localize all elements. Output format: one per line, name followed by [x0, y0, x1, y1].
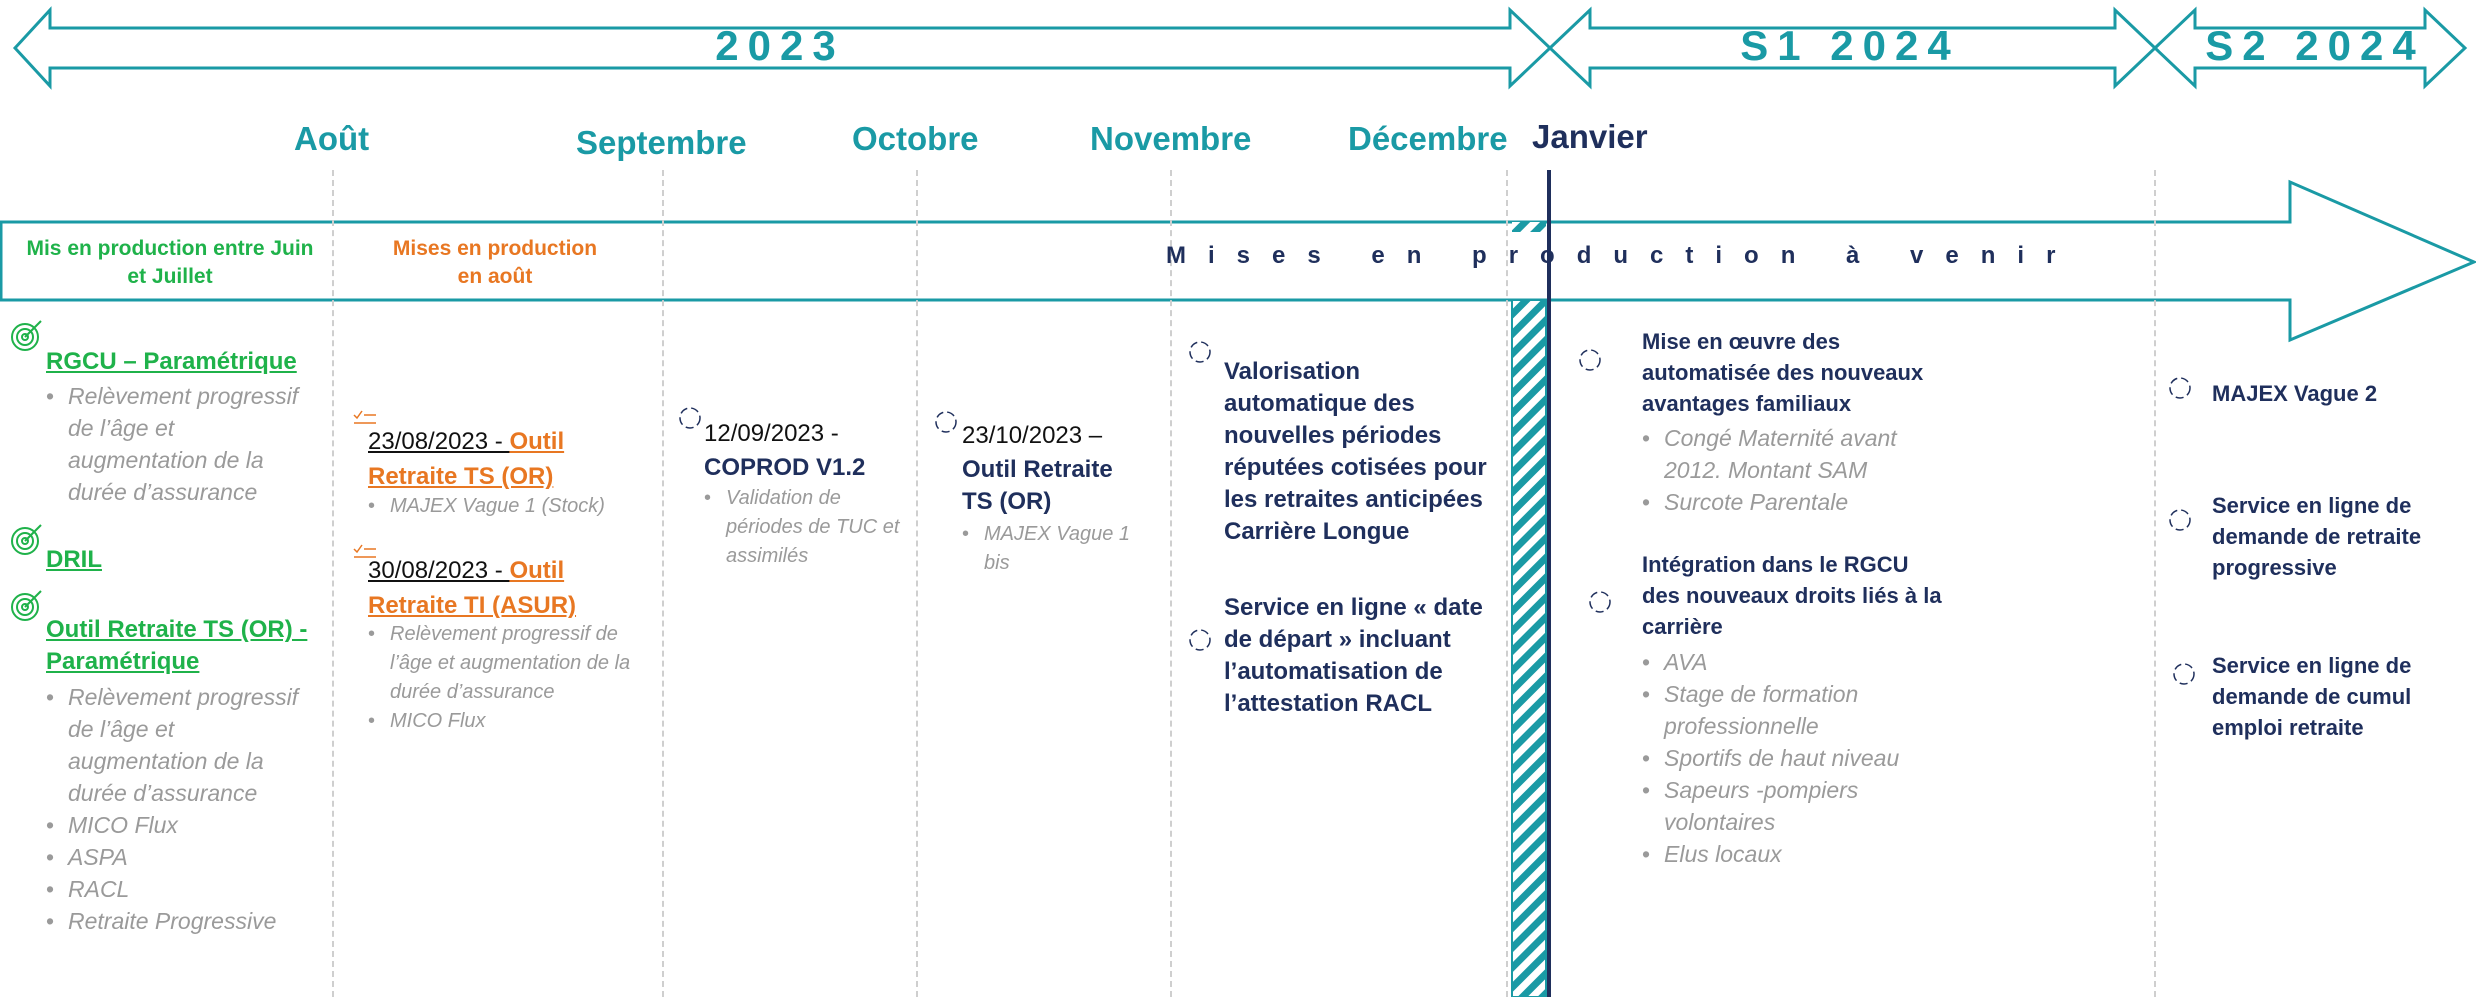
col6-item2-bullets: AVA Stage de formation professionnelle S…: [1642, 646, 1942, 870]
col3-date: 12/09/2023 -: [704, 420, 839, 447]
hatched-bar: [1511, 299, 1547, 997]
list-item: Elus locaux: [1642, 838, 1942, 870]
refresh-icon: [2169, 377, 2191, 399]
col5-item2: Service en ligne « date de départ » incl…: [1224, 594, 1483, 717]
refresh-icon: [1189, 629, 1211, 651]
band-upcoming-label: Mises en production à venir: [1166, 242, 2078, 269]
refresh-icon: [2169, 509, 2191, 531]
target-icon: [11, 524, 42, 555]
separator-novembre: [1170, 170, 1172, 997]
list-item: MAJEX Vague 1 bis: [962, 520, 1152, 578]
col1-item3-bullets: Relèvement progressif de l’âge et augmen…: [46, 681, 316, 937]
col2-item1-bullets: MAJEX Vague 1 (Stock): [368, 492, 658, 521]
list-item: Retraite Progressive: [46, 905, 316, 937]
month-novembre: Novembre: [1090, 120, 1252, 157]
list-item: Surcote Parentale: [1642, 486, 1942, 518]
col6-item1-title: Mise en œuvre des automatisée des nouvea…: [1642, 329, 1924, 416]
list-item: Relèvement progressif de l’âge et augmen…: [368, 620, 640, 707]
checklist-icon: [353, 410, 376, 424]
col4-date: 23/10/2023 –: [962, 422, 1103, 449]
period-s1-2024: S1 2024: [1740, 22, 1960, 69]
col5-item1: Valorisation automatique des nouvelles p…: [1224, 358, 1487, 545]
col1-item3-title: Outil Retraite TS (OR) - Paramétrique: [46, 616, 308, 675]
col4-bullets: MAJEX Vague 1 bis: [962, 520, 1152, 578]
month-septembre: Septembre: [576, 124, 747, 161]
target-icon: [11, 320, 42, 351]
col3-title: COPROD V1.2: [704, 454, 866, 481]
col3-bullets: Validation de périodes de TUC et assimil…: [704, 484, 904, 571]
target-icon: [11, 590, 42, 621]
list-item: Relèvement progressif de l’âge et augmen…: [46, 681, 316, 809]
list-item: Stage de formation professionnelle: [1642, 678, 1942, 742]
month-decembre: Décembre: [1348, 120, 1508, 157]
col6-item2-title: Intégration dans le RGCU des nouveaux dr…: [1642, 552, 1942, 639]
separator-septembre: [662, 170, 664, 997]
refresh-icon: [2173, 663, 2195, 685]
col6-item1-bullets: Congé Maternité avant 2012. Montant SAM …: [1642, 422, 1942, 518]
month-janvier: Janvier: [1532, 118, 1648, 155]
list-item: MAJEX Vague 1 (Stock): [368, 492, 658, 521]
band-august-label: Mises en production en août: [392, 237, 598, 288]
month-octobre: Octobre: [852, 120, 979, 157]
refresh-icon: [1189, 341, 1211, 363]
col1-item1-bullets: Relèvement progressif de l’âge et augmen…: [46, 380, 316, 508]
arrow-s2-2024: [2152, 6, 2468, 90]
list-item: ASPA: [46, 841, 316, 873]
list-item: Sportifs de haut niveau: [1642, 742, 1942, 774]
production-band-arrow: [0, 179, 2476, 343]
col7-item2: Service en ligne de demande de retraite …: [2212, 493, 2422, 580]
refresh-icon: [679, 407, 701, 429]
separator-s2: [2154, 170, 2156, 997]
list-item: AVA: [1642, 646, 1942, 678]
separator-octobre: [916, 170, 918, 997]
col2-item2-title: Outil Retraite TI (ASUR): [368, 557, 577, 619]
col7-item3: Service en ligne de demande de cumul emp…: [2212, 653, 2412, 740]
list-item: MICO Flux: [368, 707, 640, 736]
list-item: Validation de périodes de TUC et assimil…: [704, 484, 904, 571]
separator-aout: [332, 170, 334, 997]
list-item: Sapeurs -pompiers volontaires: [1642, 774, 1942, 838]
month-aout: Août: [294, 120, 370, 157]
list-item: MICO Flux: [46, 809, 316, 841]
col2-item2-date: 30/08/2023 -: [368, 557, 510, 584]
col2-item1-date: 23/08/2023 -: [368, 428, 510, 455]
col1-item2-title: DRIL: [46, 546, 102, 573]
col2-item1-title: Outil Retraite TS (OR): [368, 428, 565, 490]
list-item: Congé Maternité avant 2012. Montant SAM: [1642, 422, 1942, 486]
list-item: Relèvement progressif de l’âge et augmen…: [46, 380, 316, 508]
period-2023: 2023: [715, 22, 845, 69]
col1-item1-title: RGCU – Paramétrique: [46, 348, 297, 375]
refresh-icon: [1579, 349, 1601, 371]
list-item: RACL: [46, 873, 316, 905]
checklist-icon: [353, 544, 376, 558]
col2-item2-bullets: Relèvement progressif de l’âge et augmen…: [368, 620, 640, 736]
refresh-icon: [1589, 591, 1611, 613]
band-done-label: Mis en production entre Juin et Juillet: [26, 237, 314, 288]
period-s2-2024: S2 2024: [2205, 22, 2425, 69]
refresh-icon: [935, 411, 957, 433]
separator-decembre: [1506, 170, 1508, 997]
col7-item1: MAJEX Vague 2: [2212, 381, 2378, 406]
col4-title: Outil Retraite TS (OR): [962, 456, 1113, 515]
